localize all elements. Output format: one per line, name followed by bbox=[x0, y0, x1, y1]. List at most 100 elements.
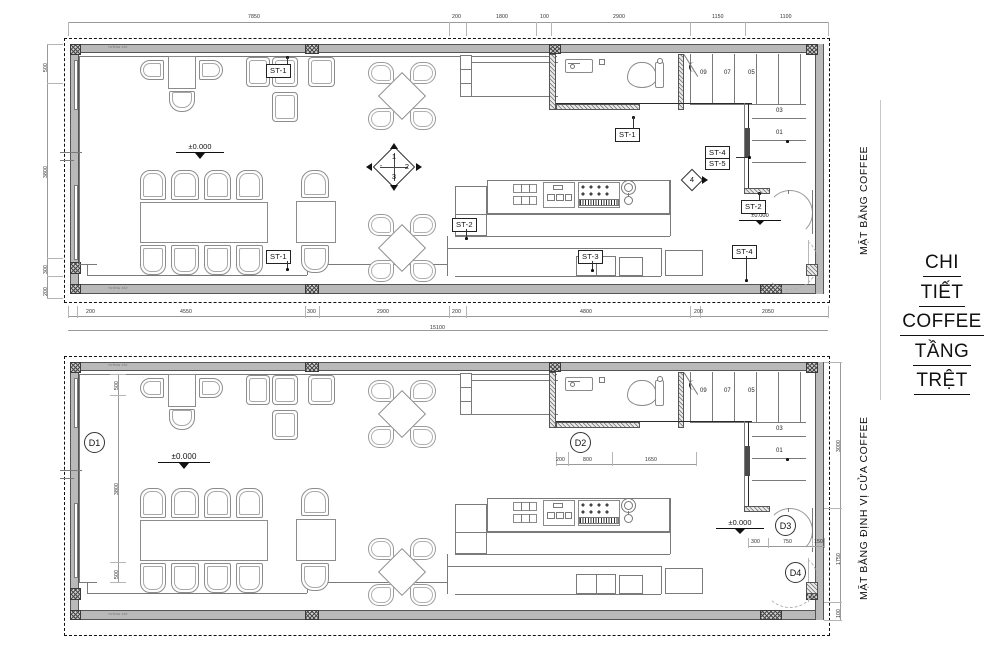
stair-number: 03 bbox=[776, 108, 783, 114]
column bbox=[70, 262, 81, 274]
level-value: ±0.000 bbox=[158, 452, 210, 463]
column bbox=[806, 44, 818, 55]
clover-table-upper-2 bbox=[366, 212, 438, 284]
door-tag-d1: D1 bbox=[84, 432, 105, 453]
table-group-upper-left bbox=[140, 56, 250, 112]
section-direction-marker: 1 2 3 - bbox=[366, 143, 424, 191]
window-left-lower bbox=[74, 378, 78, 428]
wall-micro-annotation: TƯỜNG XÂY bbox=[108, 45, 129, 49]
accessory-icon bbox=[599, 59, 605, 65]
column bbox=[70, 362, 81, 373]
wall-left-lower bbox=[70, 362, 79, 620]
tag-label: ST-2 bbox=[452, 218, 477, 232]
long-table-group-upper bbox=[140, 170, 310, 280]
plan-label-upper: MẶT BẰNG COFFEE bbox=[858, 145, 870, 255]
equipment-panel bbox=[513, 502, 537, 511]
dim-top-7: 1100 bbox=[780, 14, 792, 20]
section-number-2: 2 bbox=[404, 162, 410, 171]
door-tag-d3: D3 bbox=[775, 515, 796, 536]
dim-bot-5: 200 bbox=[452, 309, 461, 315]
column bbox=[305, 610, 319, 620]
column bbox=[70, 284, 81, 294]
dim-bot-6: 4800 bbox=[580, 309, 592, 315]
tag-label: ST-4 bbox=[709, 147, 726, 157]
dim-bot-8: 2050 bbox=[762, 309, 774, 315]
column bbox=[806, 362, 818, 373]
title-line-1: CHI bbox=[923, 250, 961, 277]
section-number-1: 1 bbox=[391, 152, 397, 161]
dim-top-5: 2900 bbox=[613, 14, 625, 20]
plan-upper: 7850 200 1800 100 2900 1150 1100 500 380… bbox=[0, 0, 870, 340]
dim-right-1: 3000 bbox=[836, 440, 842, 452]
level-marker-lower-main: ±0.000 bbox=[158, 452, 210, 469]
sheet-divider bbox=[880, 100, 881, 400]
tag-label: ST-5 bbox=[706, 157, 729, 170]
door-tag-d2: D2 bbox=[570, 432, 591, 453]
level-value: ±0.000 bbox=[716, 518, 764, 529]
door-tag-d4: D4 bbox=[785, 562, 806, 583]
wall-left-upper bbox=[70, 44, 79, 294]
stair-number: 01 bbox=[776, 448, 783, 454]
column bbox=[760, 284, 782, 294]
dim-left-2: 3800 bbox=[43, 166, 49, 178]
dim-inner-1: 200 bbox=[556, 457, 565, 463]
column bbox=[760, 610, 782, 620]
wall-top-lower bbox=[70, 362, 824, 371]
dim-bot-7: 200 bbox=[694, 309, 703, 315]
column bbox=[70, 588, 81, 600]
plan-label-lower: MẶT BẰNG ĐỊNH VỊ CỬA COFFEE bbox=[858, 416, 870, 600]
level-marker-upper-main: ±0.000 bbox=[176, 142, 224, 159]
title-line-5: TRỆT bbox=[914, 368, 970, 395]
equipment-panel bbox=[513, 184, 537, 193]
lavatory-icon bbox=[565, 377, 593, 391]
title-line-2: TIẾT bbox=[918, 280, 966, 307]
dim-bot-4: 2900 bbox=[377, 309, 389, 315]
stair-number: 05 bbox=[748, 70, 755, 76]
level-value: ±0.000 bbox=[739, 213, 781, 221]
clover-table-lower-1 bbox=[366, 378, 438, 450]
dim-top-2: 200 bbox=[452, 14, 461, 20]
tag-label: ST-1 bbox=[266, 250, 291, 264]
detail-marker-4: 4 bbox=[680, 168, 714, 192]
wall-right-lower bbox=[815, 362, 824, 620]
dim-entry-3: 150 bbox=[814, 539, 823, 545]
stair-number: 05 bbox=[748, 388, 755, 394]
property-line-lower bbox=[64, 356, 830, 636]
wall-top-upper bbox=[70, 44, 824, 53]
tag-label: ST-1 bbox=[266, 64, 291, 78]
dim-bot-1: 200 bbox=[86, 309, 95, 315]
dim-overall: 15100 bbox=[430, 325, 445, 331]
toilet-icon bbox=[627, 62, 657, 88]
dim-left-1: 500 bbox=[43, 63, 49, 72]
dim-top-4: 100 bbox=[540, 14, 549, 20]
level-value: ±0.000 bbox=[176, 142, 224, 153]
wall-right-upper bbox=[815, 44, 824, 294]
window-left-lower bbox=[74, 503, 78, 578]
window-left-upper bbox=[74, 185, 78, 260]
dim-top-3: 1800 bbox=[496, 14, 508, 20]
title-block: CHI TIẾT COFFEE TẦNG TRỆT bbox=[886, 250, 998, 398]
level-marker-lower-entry: ±0.000 bbox=[716, 518, 764, 534]
dim-left-4: 200 bbox=[43, 287, 49, 296]
sink-icon bbox=[570, 382, 575, 387]
column bbox=[70, 610, 81, 620]
dim-left-3: 300 bbox=[43, 265, 49, 274]
toilet-icon bbox=[627, 380, 657, 406]
window-left-upper bbox=[74, 60, 78, 110]
column bbox=[549, 362, 561, 372]
dim-inner-3: 1650 bbox=[645, 457, 657, 463]
column bbox=[305, 284, 319, 294]
lavatory-icon bbox=[565, 59, 593, 73]
tag-label: ST-1 bbox=[615, 128, 640, 142]
column bbox=[70, 44, 81, 55]
sink-icon bbox=[570, 64, 575, 69]
table-group-lower-left bbox=[140, 374, 250, 430]
title-line-4: TẦNG bbox=[912, 339, 972, 366]
dim-bot-3: 300 bbox=[307, 309, 316, 315]
wall-micro-annotation: TƯỜNG XÂY bbox=[108, 286, 129, 290]
tag-label: ST-4 bbox=[732, 245, 757, 259]
clover-table-upper-1 bbox=[366, 60, 438, 132]
dim-left-lower-1: 500 bbox=[114, 381, 120, 390]
column bbox=[549, 44, 561, 54]
